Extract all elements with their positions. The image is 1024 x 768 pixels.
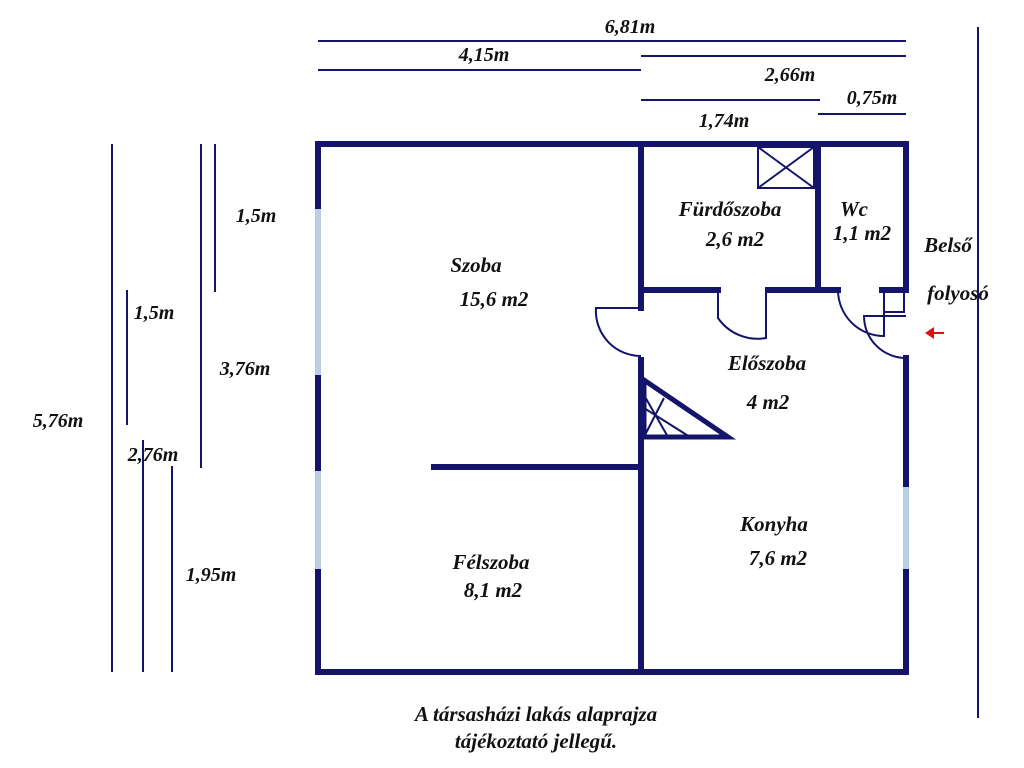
room-area-felszoba: 8,1 m2: [464, 578, 523, 602]
room-name-szoba: Szoba: [450, 253, 501, 277]
dim-label-total-height: 5,76m: [33, 410, 84, 432]
side-dimension-lines: [111, 27, 979, 718]
dim-label-bottom: 1,95m: [186, 564, 237, 586]
room-name-eloszoba: Előszoba: [727, 351, 806, 375]
dim-label-inner-top: 1,5m: [134, 302, 175, 324]
walls: [315, 141, 909, 675]
room-name-wc: Wc: [840, 197, 869, 221]
caption-line2: tájékoztató jellegű.: [455, 729, 617, 753]
dim-label-total-width: 6,81m: [605, 16, 656, 38]
wardrobe-cross-c: [643, 394, 669, 438]
wardrobe-cross-b: [643, 397, 665, 438]
room-area-wc: 1,1 m2: [833, 221, 892, 245]
dim-label-lower: 2,76m: [127, 444, 179, 466]
dim-label-bath-width: 1,74m: [699, 110, 750, 132]
dim-label-wc-width: 0,75m: [847, 87, 898, 109]
room-area-szoba: 15,6 m2: [460, 287, 529, 311]
door-wc: [837, 289, 885, 338]
caption-line1: A társasházi lakás alaprajza: [413, 702, 657, 726]
top-dimension-lines: [318, 40, 906, 115]
wardrobe-cross-a: [643, 407, 691, 438]
room-name-felszoba: Félszoba: [451, 550, 529, 574]
door-entrance: [862, 315, 907, 359]
corridor-label-line1: Belső: [923, 233, 973, 257]
entrance-arrow-head: [925, 327, 934, 339]
door-bathroom: [717, 290, 767, 340]
wc-ventilation: [883, 291, 905, 313]
room-area-eloszoba: 4 m2: [746, 390, 790, 414]
shaft-box: [757, 146, 815, 189]
doors: [594, 289, 907, 359]
dim-label-left-width: 4,15m: [458, 44, 510, 66]
room-area-konyha: 7,6 m2: [749, 546, 808, 570]
dim-label-upper: 1,5m: [236, 205, 277, 227]
shaft-diagonal-b: [757, 146, 815, 189]
hall-wardrobe: [641, 375, 737, 440]
dim-label-room-height: 3,76m: [219, 358, 271, 380]
corridor-label-line2: folyosó: [927, 281, 989, 305]
room-name-furdoszoba: Fürdőszoba: [678, 197, 782, 221]
windows: [315, 206, 909, 572]
wardrobe-outline: [641, 375, 737, 440]
room-name-konyha: Konyha: [739, 512, 808, 536]
room-area-furdoszoba: 2,6 m2: [705, 227, 765, 251]
dim-label-right-width: 2,66m: [764, 64, 816, 86]
bathroom-shaft: [757, 146, 815, 189]
door-szoba: [594, 307, 642, 358]
entrance-arrow-icon: [925, 327, 944, 339]
